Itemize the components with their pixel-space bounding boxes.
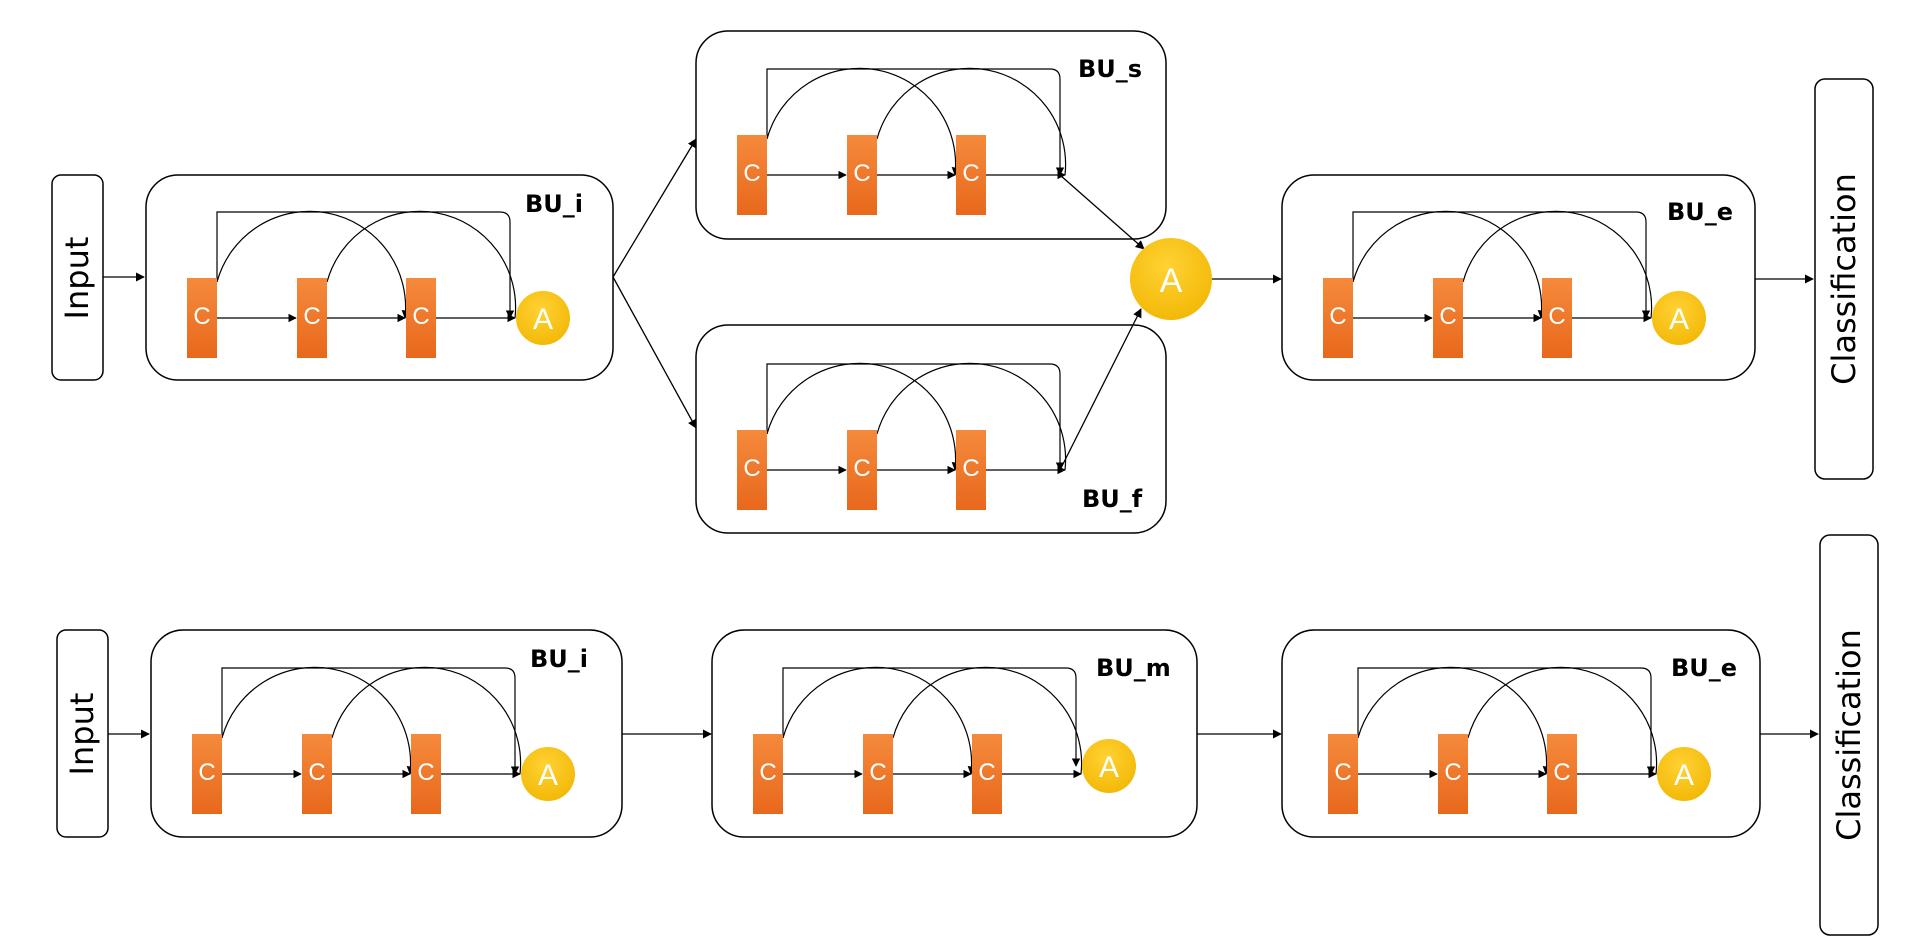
attention-label: A <box>1674 759 1694 792</box>
arrow-to-bu-s <box>612 138 697 278</box>
conv-block <box>737 135 767 215</box>
conv-block <box>863 734 893 814</box>
conv-label: C <box>869 759 886 786</box>
attention-label: A <box>538 759 558 792</box>
conv-label: C <box>978 759 995 786</box>
attention-node <box>1082 739 1136 793</box>
bottom-classification-box: Classification <box>1819 534 1879 936</box>
top-bu-f-block: BU_f C C C <box>695 324 1167 534</box>
top-classification-box: Classification <box>1814 78 1874 480</box>
top-classification-label: Classification <box>1825 173 1863 385</box>
conv-block <box>737 430 767 510</box>
top-bu-i-block: BU_i C C C A <box>145 174 614 381</box>
conv-label: C <box>853 160 870 187</box>
conv-block <box>1438 734 1468 814</box>
conv-block <box>972 734 1002 814</box>
top-bu-i-label: BU_i <box>525 190 583 218</box>
conv-label: C <box>962 455 979 482</box>
top-bu-s-block: BU_s C C C <box>695 30 1167 240</box>
conv-block <box>1323 278 1353 358</box>
conv-block <box>192 734 222 814</box>
conv-label: C <box>303 303 320 330</box>
attention-label: A <box>1160 262 1183 300</box>
attention-node <box>1657 747 1711 801</box>
attention-node <box>521 747 575 801</box>
bottom-bu-m-label: BU_m <box>1096 654 1171 682</box>
conv-block <box>1542 278 1572 358</box>
conv-label: C <box>1548 303 1565 330</box>
top-bu-e-block: BU_e C C C A <box>1281 174 1756 381</box>
conv-block <box>956 135 986 215</box>
conv-label: C <box>743 160 760 187</box>
conv-block <box>956 430 986 510</box>
conv-block <box>187 278 217 358</box>
conv-block <box>302 734 332 814</box>
conv-label: C <box>1553 759 1570 786</box>
conv-block <box>753 734 783 814</box>
attention-node <box>516 291 570 345</box>
conv-label: C <box>417 759 434 786</box>
bottom-bu-e-label: BU_e <box>1671 654 1737 682</box>
conv-block <box>1433 278 1463 358</box>
top-input-box: Input <box>51 174 104 381</box>
bottom-bu-i-label: BU_i <box>530 645 588 673</box>
conv-label: C <box>853 455 870 482</box>
conv-label: C <box>1334 759 1351 786</box>
conv-label: C <box>1329 303 1346 330</box>
conv-block <box>847 430 877 510</box>
conv-block <box>847 135 877 215</box>
arrow-to-bu-f <box>612 276 697 429</box>
bottom-bu-m-block: BU_m C C C A <box>711 629 1198 838</box>
conv-block <box>1328 734 1358 814</box>
attention-label: A <box>533 303 553 336</box>
bottom-bu-e-block: BU_e C C C A <box>1281 629 1761 838</box>
top-bu-e-label: BU_e <box>1667 198 1733 226</box>
conv-block <box>406 278 436 358</box>
conv-label: C <box>1444 759 1461 786</box>
bottom-input-box: Input <box>56 629 109 838</box>
attention-node <box>1652 291 1706 345</box>
bottom-classification-label: Classification <box>1830 629 1868 841</box>
conv-label: C <box>1439 303 1456 330</box>
attention-label: A <box>1669 303 1689 336</box>
conv-block <box>297 278 327 358</box>
conv-label: C <box>198 759 215 786</box>
arrow-bu-s-to-attention <box>1059 174 1145 250</box>
conv-label: C <box>962 160 979 187</box>
conv-label: C <box>759 759 776 786</box>
conv-label: C <box>412 303 429 330</box>
top-bu-s-label: BU_s <box>1078 55 1142 83</box>
conv-block <box>411 734 441 814</box>
bottom-input-label: Input <box>63 693 101 776</box>
attention-label: A <box>1099 751 1119 784</box>
conv-label: C <box>193 303 210 330</box>
top-bu-f-label: BU_f <box>1082 485 1143 513</box>
central-attention-node: A <box>1130 238 1212 320</box>
conv-label: C <box>743 455 760 482</box>
arrow-bu-f-to-attention <box>1059 308 1142 471</box>
conv-label: C <box>308 759 325 786</box>
top-input-label: Input <box>58 237 96 320</box>
conv-block <box>1547 734 1577 814</box>
bottom-bu-i-block: BU_i C C C A <box>150 629 623 838</box>
